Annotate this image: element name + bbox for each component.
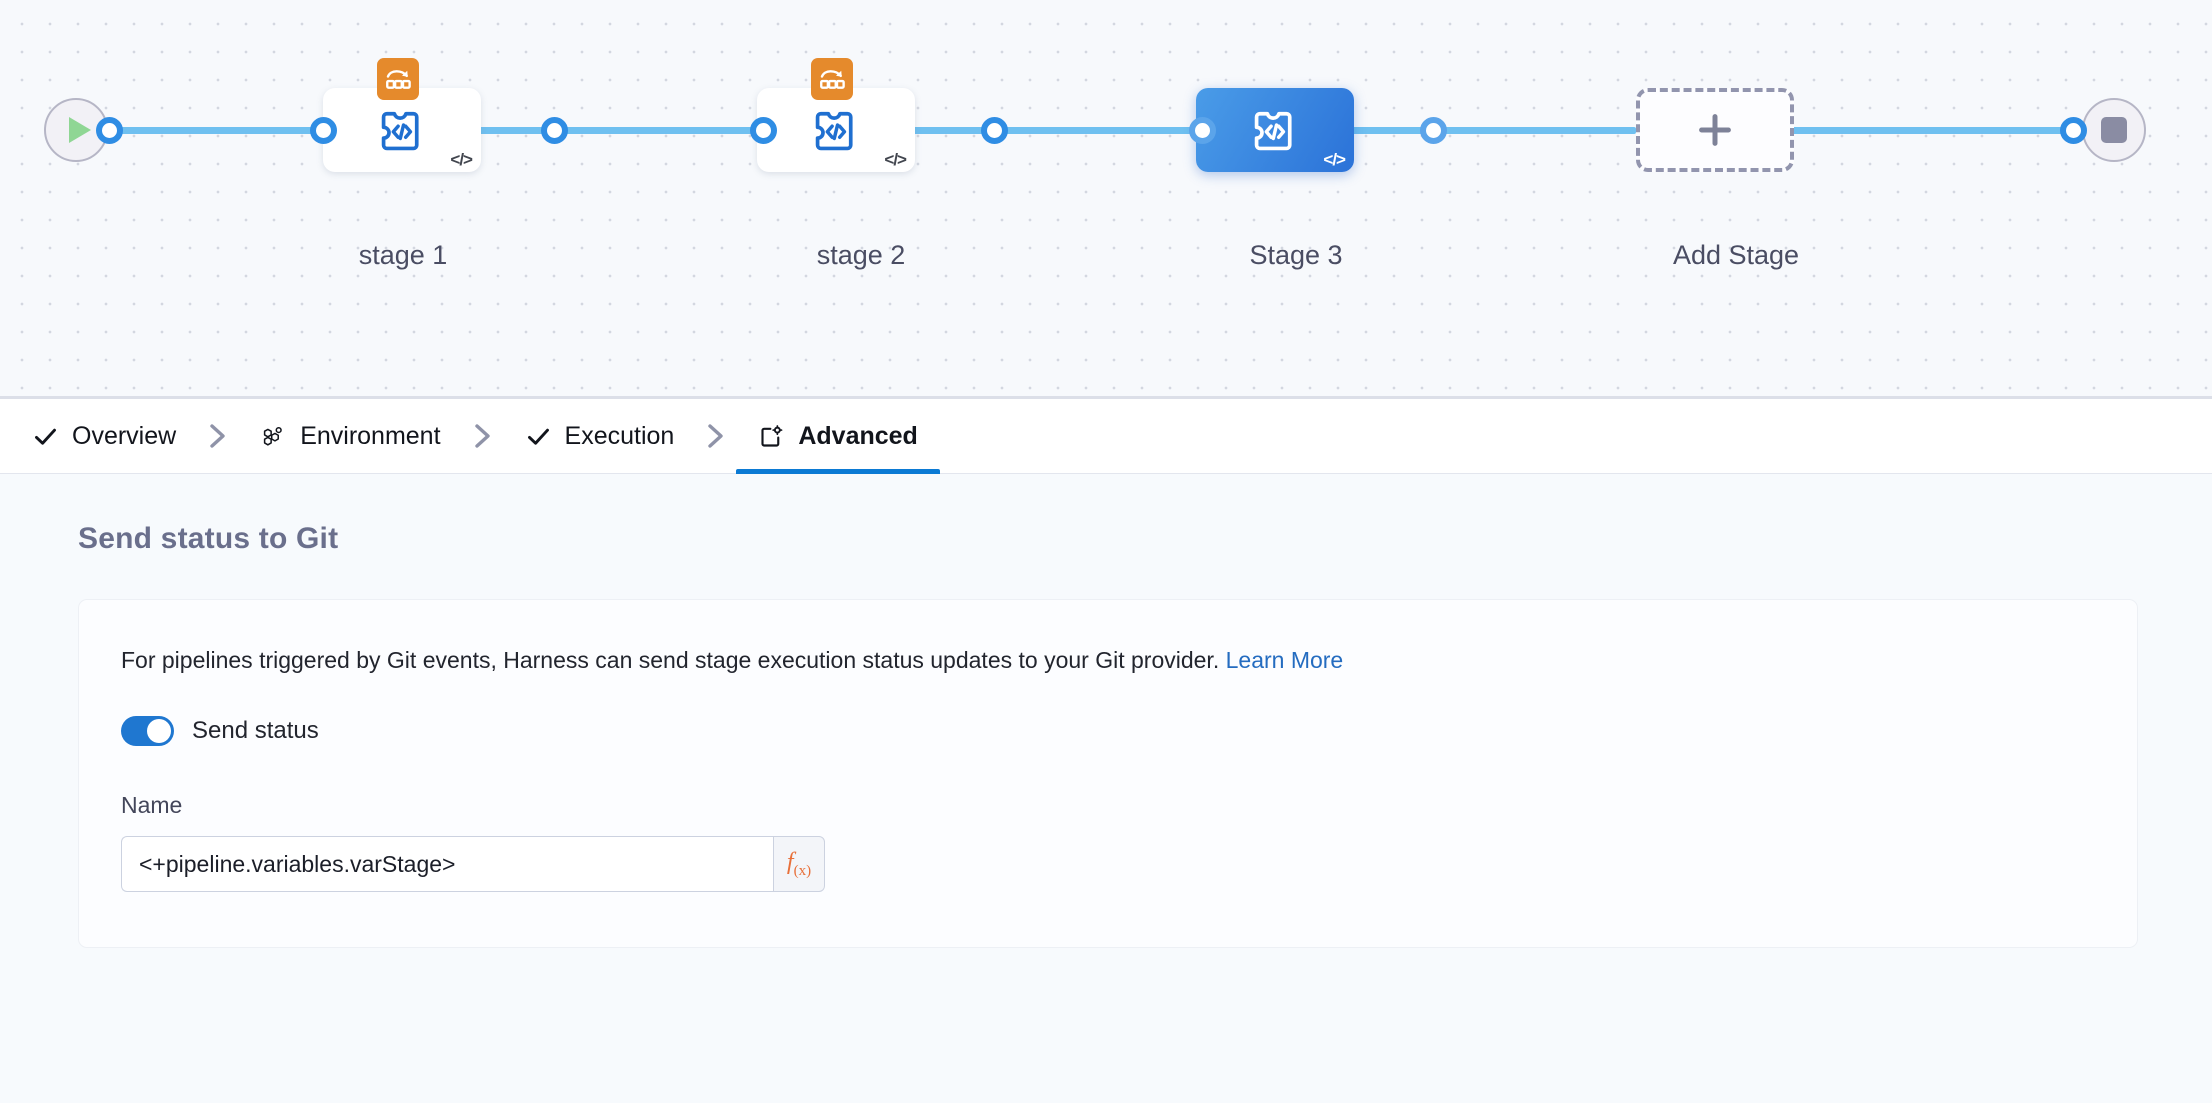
code-badge-icon: </> — [884, 150, 907, 169]
chevron-right-icon — [447, 421, 519, 451]
tab-environment-label: Environment — [300, 421, 441, 450]
add-stage-node[interactable] — [1636, 88, 1794, 172]
chevron-right-icon — [182, 421, 254, 451]
pipeline-end-node[interactable] — [2082, 98, 2146, 162]
play-icon — [68, 117, 91, 143]
connector-rail — [430, 127, 758, 134]
expression-toggle-button[interactable]: f(x) — [773, 836, 825, 892]
panel-description-text: For pipelines triggered by Git events, H… — [121, 647, 1220, 673]
page-title: Send status to Git — [78, 522, 339, 555]
stage-3-input-dot[interactable] — [1189, 117, 1216, 144]
stage-tab-bar: Overview Environment Execution — [0, 399, 2212, 474]
tab-execution[interactable]: Execution — [519, 399, 681, 474]
check-icon — [35, 428, 56, 445]
stage-1-output-dot[interactable] — [541, 117, 568, 144]
send-status-toggle-label: Send status — [192, 717, 319, 744]
custom-stage-icon — [815, 111, 853, 151]
connector-rail — [1310, 127, 1636, 134]
connector-rail — [1750, 127, 2070, 134]
connector-rail — [106, 127, 318, 134]
send-status-toggle-row: Send status — [121, 716, 2137, 746]
pipeline-canvas[interactable]: </> stage 1 </> — [0, 0, 2212, 399]
connector-rail — [870, 127, 1196, 134]
send-status-panel: For pipelines triggered by Git events, H… — [78, 599, 2138, 948]
pipeline-start-node[interactable] — [44, 98, 108, 162]
custom-stage-icon — [1254, 111, 1292, 151]
name-input[interactable] — [121, 836, 773, 892]
conditional-execution-icon — [811, 58, 853, 100]
stage-node-1[interactable]: </> — [323, 58, 481, 172]
toggle-knob — [147, 719, 171, 743]
stop-icon — [2101, 117, 2127, 143]
code-badge-icon: </> — [450, 150, 473, 169]
plus-icon — [1699, 114, 1731, 146]
tab-overview[interactable]: Overview — [26, 399, 182, 474]
fx-icon: f(x) — [786, 848, 812, 879]
send-status-toggle[interactable] — [121, 716, 174, 746]
tab-advanced-label: Advanced — [798, 421, 918, 450]
pipeline-graph: </> stage 1 </> — [0, 0, 2212, 396]
stage-label-3: Stage 3 — [1249, 240, 1343, 270]
code-badge-icon: </> — [1323, 150, 1346, 169]
stage-label-1: stage 1 — [358, 240, 448, 270]
gear-card-icon — [761, 424, 783, 447]
stage-1-input-dot[interactable] — [310, 117, 337, 144]
tab-advanced[interactable]: Advanced — [736, 399, 941, 474]
custom-stage-icon — [381, 111, 419, 151]
conditional-execution-icon — [377, 58, 419, 100]
check-icon — [527, 428, 549, 445]
tab-environment[interactable]: Environment — [254, 399, 446, 474]
stage-2-input-dot[interactable] — [750, 117, 777, 144]
tab-execution-label: Execution — [564, 421, 675, 450]
name-field-label: Name — [121, 792, 183, 818]
stage-2-output-dot[interactable] — [981, 117, 1008, 144]
name-field-group: f(x) — [121, 836, 825, 892]
tab-overview-label: Overview — [72, 421, 177, 450]
hexagons-icon — [264, 426, 282, 446]
stage-label-2: stage 2 — [816, 240, 906, 270]
learn-more-link[interactable]: Learn More — [1225, 647, 1344, 673]
start-connector-dot[interactable] — [96, 117, 123, 144]
panel-description: For pipelines triggered by Git events, H… — [121, 647, 2137, 674]
add-stage-label: Add Stage — [1672, 240, 1800, 270]
stage-node-3[interactable]: </> — [1196, 88, 1354, 172]
advanced-panel-content: Send status to Git For pipelines trigger… — [0, 474, 2212, 1103]
chevron-right-icon — [680, 421, 752, 451]
end-connector-dot[interactable] — [2060, 117, 2087, 144]
stage-3-output-dot[interactable] — [1420, 117, 1447, 144]
stage-node-2[interactable]: </> — [757, 58, 915, 172]
